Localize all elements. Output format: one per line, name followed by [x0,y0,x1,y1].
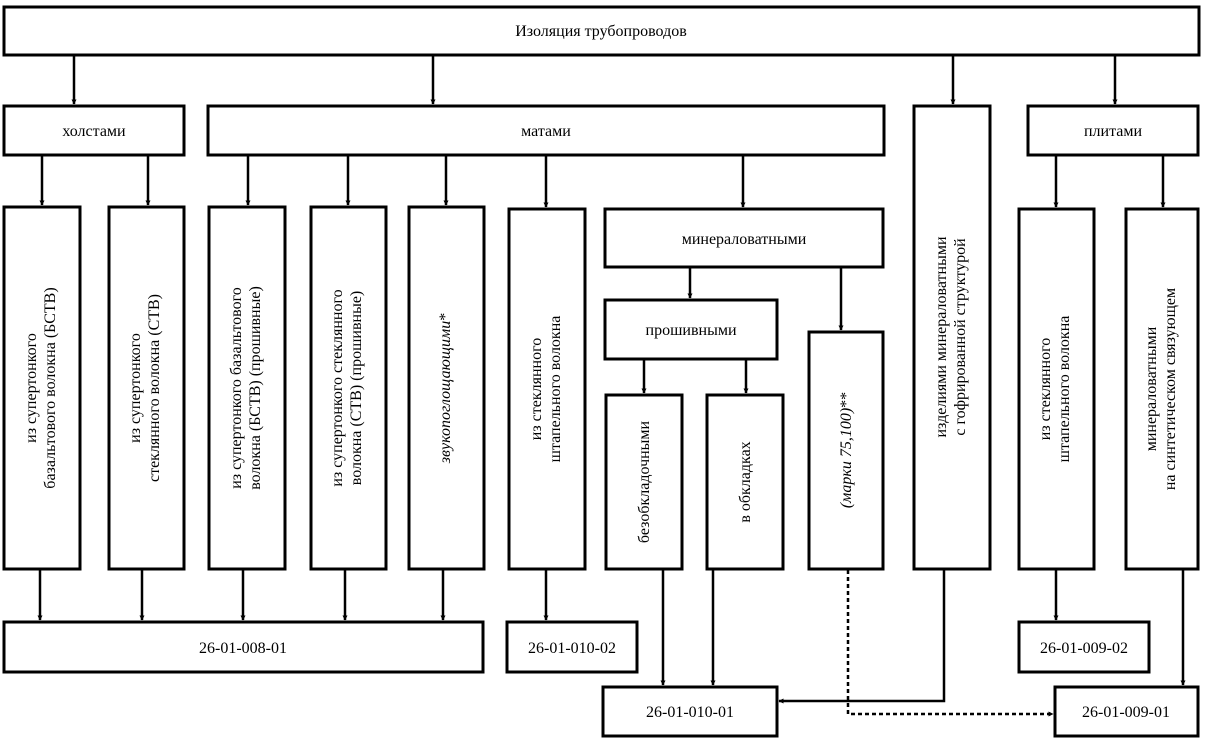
leaf-mat-shtap-text: из стеклянного штапельного волокна [528,316,564,463]
leaf-mat-bstv-line1: из супертонкого базальтового [228,287,245,489]
arrow-gofr-to-010-01 [778,570,946,704]
category-kholstami-label: холстами [62,123,126,140]
leaf-pl-shtap-box [1017,207,1096,571]
leaf-kh-bstv-box [2,205,82,571]
leaf-kh-bstv-line1: из супертонкого [23,333,40,443]
leaf-bezobkl-label: безобкладочными [636,420,653,543]
leaf-kh-stv-line1: из супертонкого [127,333,144,443]
category-gofr-text: изделиями минераловатными с гофрированно… [933,236,969,437]
code-009-01-label: 26-01-009-01 [1082,704,1170,721]
leaf-pl-sint-text: минераловатными на синтетическом связующ… [1143,288,1179,490]
category-gofr-box [912,104,992,571]
leaf-v-obkl-text: в обкладках [737,441,754,522]
leaf-marki-footnote: ** [838,392,855,408]
leaf-kh-stv-line2: стеклянного волокна (СТВ) [146,294,163,482]
leaf-pl-shtap-text: из стеклянного штапельного волокна [1037,316,1073,463]
title-label: Изоляция трубопроводов [515,23,687,40]
category-plitami-box [1026,104,1200,157]
leaf-pl-sint-line2: на синтетическом связующем [1162,288,1179,490]
leaf-marki-box [807,330,885,571]
leaf-mat-shtap-box [507,207,587,571]
leaf-v-obkl-label: в обкладках [737,441,754,522]
category-matami-box [206,104,886,157]
leaf-mat-shtap-line2: штапельного волокна [547,316,564,463]
leaf-pl-sint-box [1124,207,1200,571]
leaf-zvuko-line: звукопоглощающими* [437,313,454,464]
sub-proshivnymi-label: прошивными [646,322,737,339]
leaf-kh-stv-box [107,205,186,571]
category-plitami-label: плитами [1084,123,1143,140]
code-009-01-box [1053,685,1200,738]
leaf-marki-text: (марки 75,100)** [838,392,855,508]
leaf-marki-word: (марки 75,100) [838,408,855,508]
leaf-kh-bstv-text: из супертонкого базальтового волокна (БС… [23,287,59,488]
leaf-mat-bstv-box [207,205,287,571]
leaf-mat-bstv-text: из супертонкого базальтового волокна (БС… [228,286,264,490]
sub-mineralovatnymi-label: минераловатными [682,231,807,248]
leaf-bezobkl-box [604,393,684,571]
sub-mineralovatnymi-box [603,207,885,269]
leaf-mat-shtap-line1: из стеклянного [528,338,545,440]
leaf-mat-stv-line2: волокна (СТВ) (прошивные) [348,291,365,486]
leaf-kh-stv-text: из супертонкого стеклянного волокна (СТВ… [127,294,163,482]
leaf-mat-stv-text: из супертонкого стеклянного волокна (СТВ… [329,289,365,486]
title-box [2,5,1201,57]
code-009-02-box [1017,620,1151,674]
leaf-marki-line: (марки 75,100)** [838,392,855,508]
code-010-02-box [505,620,639,674]
code-010-01-box [601,685,779,738]
leaf-zvuko-footnote: * [437,313,454,321]
leaf-pl-shtap-line1: из стеклянного [1037,338,1054,440]
code-010-01-label: 26-01-010-01 [646,704,734,721]
leaf-zvuko-word: звукопоглощающими [437,321,454,464]
leaf-zvuko-text: звукопоглощающими* [437,313,454,464]
category-gofr-line2: с гофрированной структурой [952,238,969,436]
leaf-mat-bstv-line2: волокна (БСТВ) (прошивные) [247,286,264,490]
leaf-mat-stv-box [309,205,388,571]
dashed-arrow-marki-to-009-01 [846,570,1054,717]
code-008-01-box [2,620,485,674]
leaf-pl-sint-line1: минераловатными [1143,326,1160,451]
leaf-zvuko-box [407,205,486,571]
leaf-kh-bstv-line2: базальтового волокна (БСТВ) [42,287,59,488]
category-matami-label: матами [521,123,571,140]
connectors [37,56,1186,717]
sub-proshivnymi-box [603,298,779,361]
leaf-pl-shtap-line2: штапельного волокна [1056,316,1073,463]
category-kholstami-box [2,104,186,157]
code-008-01-label: 26-01-008-01 [199,640,287,657]
category-gofr-line1: изделиями минераловатными [933,236,950,437]
code-009-02-label: 26-01-009-02 [1040,640,1128,657]
leaf-v-obkl-box [705,393,785,571]
leaf-bezobkl-text: безобкладочными [636,420,653,543]
code-010-02-label: 26-01-010-02 [528,640,616,657]
leaf-mat-stv-line1: из супертонкого стеклянного [329,289,346,486]
